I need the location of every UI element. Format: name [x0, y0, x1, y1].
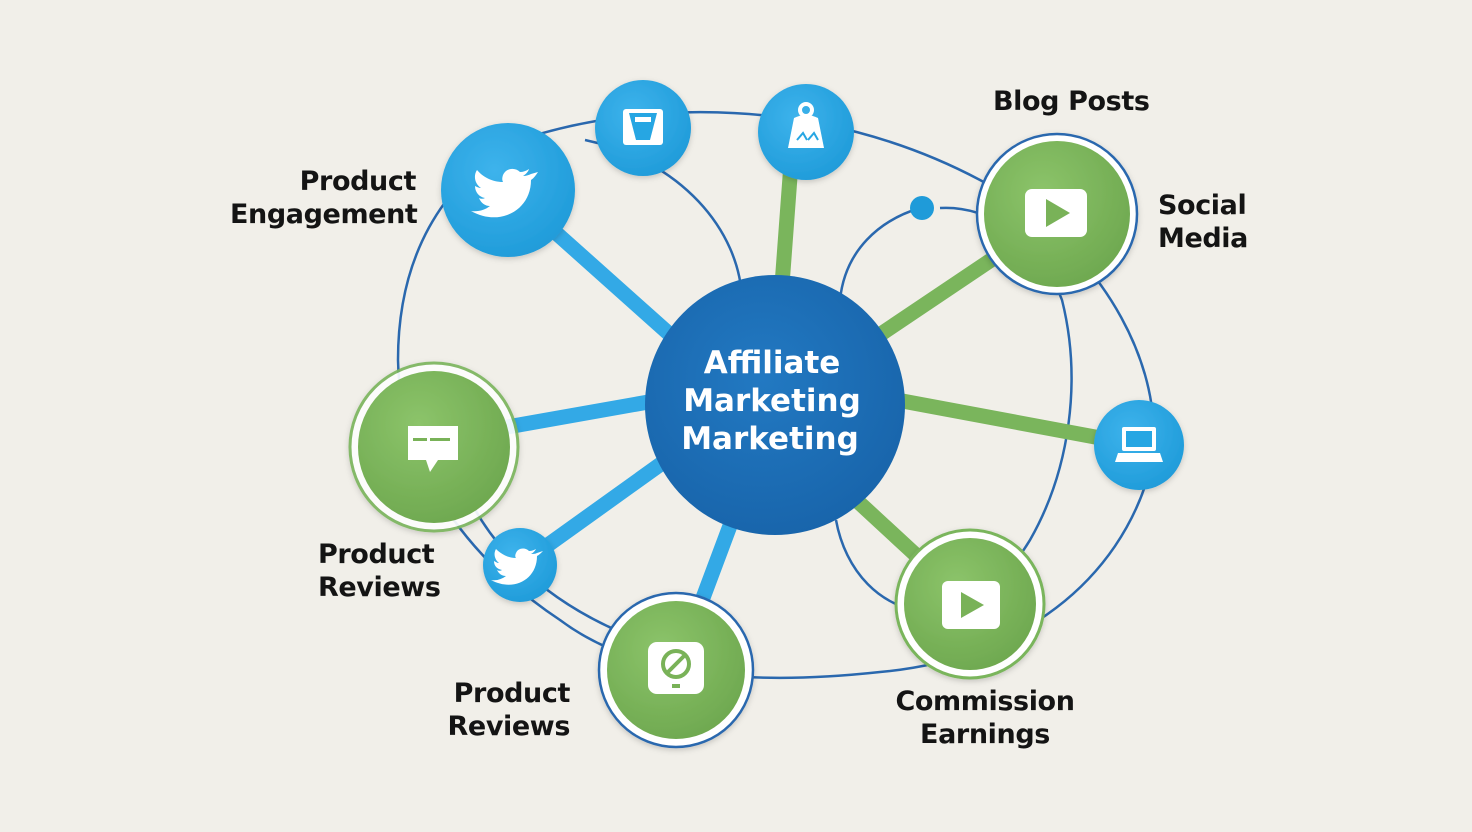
- video-top-node: [975, 132, 1139, 296]
- label-commission-earnings-line-1: Commission: [895, 686, 1075, 717]
- image-frame-icon: [623, 109, 663, 145]
- chat-node: [348, 361, 520, 533]
- laptop-node: [1094, 400, 1184, 490]
- hub-line-1: Affiliate: [704, 345, 841, 381]
- twitter-small-node: [483, 528, 557, 602]
- image-frame-node: [595, 80, 691, 176]
- review-app-icon: [648, 642, 704, 694]
- label-commission-earnings-line-2: Earnings: [920, 719, 1050, 750]
- connector-dot: [910, 196, 934, 220]
- label-social-media-line-2: Media: [1158, 223, 1248, 254]
- label-commission-earnings: Commission Earnings: [880, 685, 1090, 751]
- label-product-reviews-bottom-line-2: Reviews: [447, 711, 571, 742]
- chat-bubble-icon: [408, 426, 458, 472]
- twitter-large-node: [441, 123, 575, 257]
- twitter-bird-icon: [491, 548, 543, 585]
- label-blog-posts: Blog Posts: [993, 85, 1163, 118]
- label-product-reviews-bottom: Product Reviews: [420, 677, 571, 743]
- play-button-icon: [942, 581, 1000, 629]
- label-product-engagement: Product Engagement: [230, 165, 418, 231]
- twitter-bird-icon: [471, 168, 538, 218]
- label-social-media-line-1: Social: [1158, 190, 1247, 221]
- label-product-reviews-left: Product Reviews: [318, 538, 468, 604]
- video-bottom-node: [894, 528, 1046, 680]
- shopping-bag-icon: [788, 102, 824, 148]
- label-blog-posts-line-1: Blog Posts: [993, 86, 1150, 117]
- play-button-icon: [1025, 189, 1087, 237]
- label-product-engagement-line-2: Engagement: [230, 199, 418, 230]
- label-product-reviews-bottom-line-1: Product: [453, 678, 571, 709]
- review-app-node: [597, 591, 755, 749]
- hub-line-2: Marketing: [683, 383, 861, 419]
- bag-node: [758, 84, 854, 180]
- hub-circle: [645, 275, 905, 535]
- label-product-reviews-left-line-1: Product: [318, 539, 435, 570]
- label-product-reviews-left-line-2: Reviews: [318, 572, 441, 603]
- laptop-icon: [1115, 427, 1163, 462]
- label-social-media: Social Media: [1158, 189, 1268, 255]
- label-product-engagement-line-1: Product: [299, 166, 417, 197]
- hub-line-3: Marketing: [681, 421, 859, 457]
- hub-node: Affiliate Marketing Marketing: [645, 275, 905, 535]
